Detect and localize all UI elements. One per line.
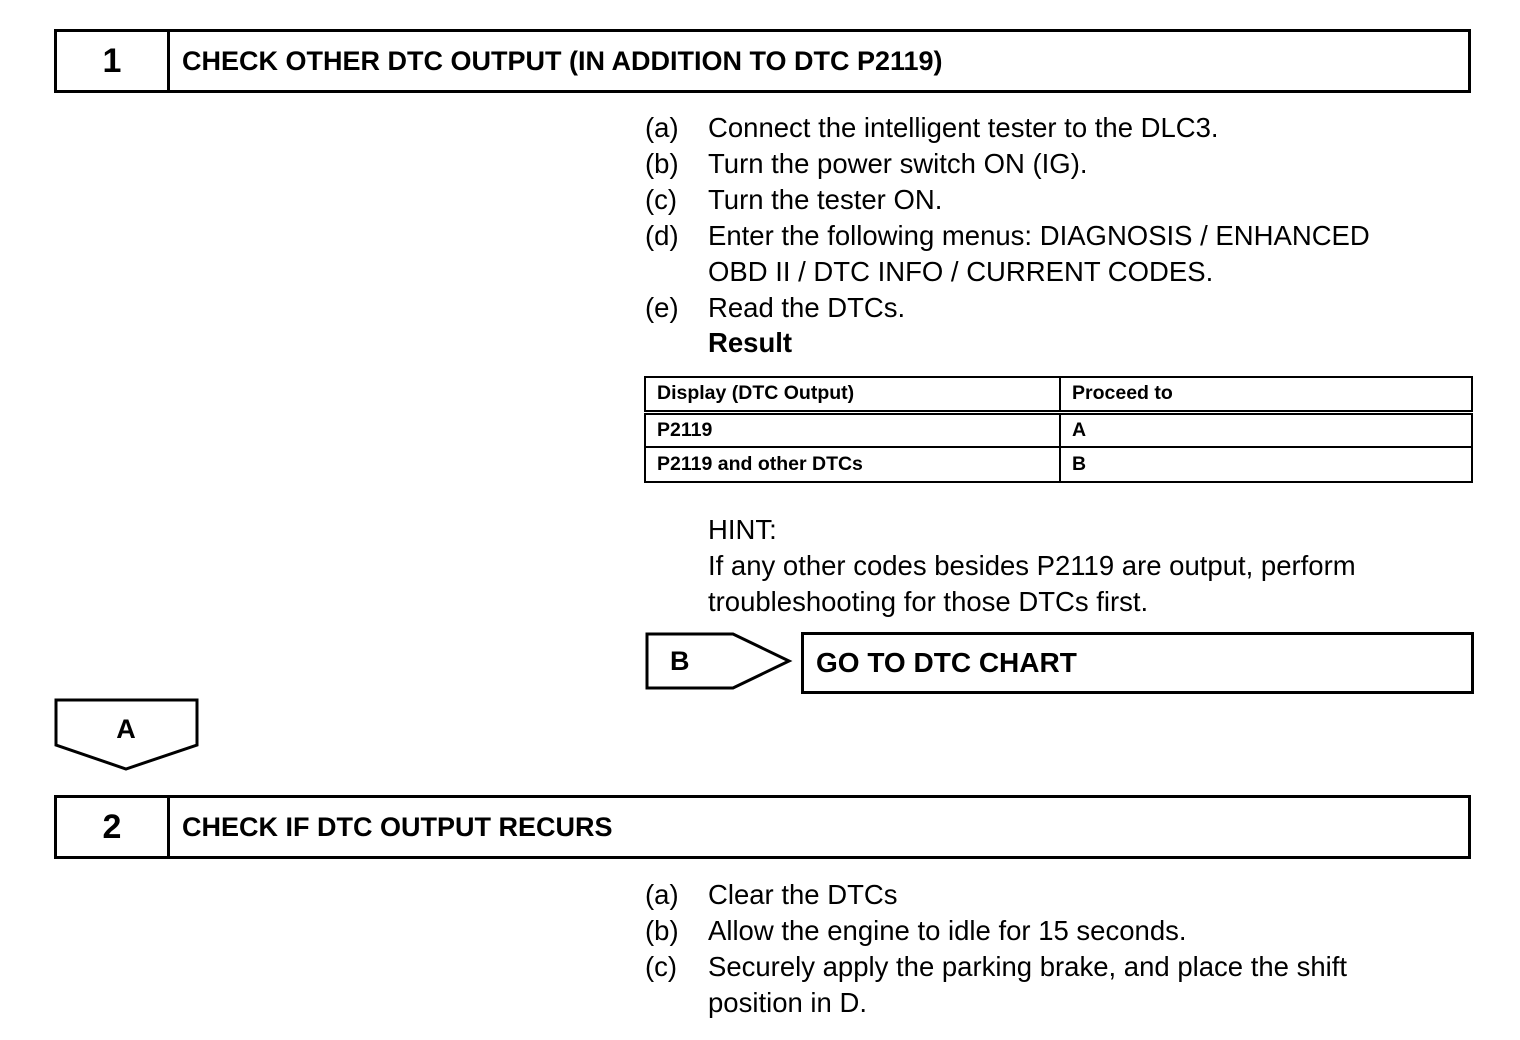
instruction-label: (b) bbox=[645, 915, 679, 946]
table-header-proceed: Proceed to bbox=[1059, 376, 1473, 415]
instruction-item: (a) Clear the DTCs bbox=[645, 877, 1475, 913]
instruction-label: (a) bbox=[645, 879, 679, 910]
instruction-item: (e) Read the DTCs. bbox=[645, 290, 1475, 326]
instruction-line: Enter the following menus: DIAGNOSIS / E… bbox=[708, 220, 1370, 251]
table-cell: P2119 and other DTCs bbox=[644, 446, 1061, 483]
instruction-text: Connect the intelligent tester to the DL… bbox=[708, 112, 1219, 143]
instruction-label: (a) bbox=[645, 112, 679, 143]
result-table: Display (DTC Output) Proceed to P2119 A … bbox=[644, 376, 1473, 483]
instruction-text: Turn the power switch ON (IG). bbox=[708, 148, 1088, 179]
hint-line: troubleshooting for those DTCs first. bbox=[708, 586, 1149, 617]
instruction-item: (b) Allow the engine to idle for 15 seco… bbox=[645, 913, 1475, 949]
step-2-header: 2 CHECK IF DTC OUTPUT RECURS bbox=[54, 795, 1471, 859]
result-label: Result bbox=[708, 327, 793, 358]
branch-b-label: B bbox=[670, 646, 690, 676]
instruction-item: (c) Turn the tester ON. bbox=[645, 182, 1475, 218]
step-title: CHECK OTHER DTC OUTPUT (IN ADDITION TO D… bbox=[182, 45, 943, 76]
instruction-line: position in D. bbox=[708, 987, 867, 1018]
instruction-label: (d) bbox=[645, 220, 679, 251]
table-header-display: Display (DTC Output) bbox=[644, 376, 1061, 415]
hint-block: HINT: If any other codes besides P2119 a… bbox=[708, 512, 1468, 620]
instruction-label: (c) bbox=[645, 951, 678, 982]
instruction-text: Read the DTCs. bbox=[708, 292, 906, 323]
instruction-item: (c) Securely apply the parking brake, an… bbox=[645, 949, 1475, 1021]
branch-a-label: A bbox=[116, 714, 136, 744]
table-header-row: Display (DTC Output) Proceed to bbox=[644, 376, 1473, 415]
step-1-header: 1 CHECK OTHER DTC OUTPUT (IN ADDITION TO… bbox=[54, 29, 1471, 93]
branch-a-arrow bbox=[54, 698, 199, 771]
step-1-instructions: (a) Connect the intelligent tester to th… bbox=[645, 110, 1475, 326]
hint-label: HINT: bbox=[708, 514, 777, 545]
table-cell: P2119 bbox=[644, 411, 1061, 448]
instruction-text: Enter the following menus: DIAGNOSIS / E… bbox=[708, 218, 1475, 290]
instruction-item: (b) Turn the power switch ON (IG). bbox=[645, 146, 1475, 182]
hint-line: If any other codes besides P2119 are out… bbox=[708, 550, 1356, 581]
instruction-text: Allow the engine to idle for 15 seconds. bbox=[708, 915, 1187, 946]
instruction-label: (c) bbox=[645, 184, 678, 215]
instruction-line: Securely apply the parking brake, and pl… bbox=[708, 951, 1347, 982]
table-cell: A bbox=[1059, 411, 1473, 448]
instruction-text: Securely apply the parking brake, and pl… bbox=[708, 949, 1475, 1021]
instruction-label: (e) bbox=[645, 292, 679, 323]
step-title: CHECK IF DTC OUTPUT RECURS bbox=[182, 811, 613, 842]
instruction-label: (b) bbox=[645, 148, 679, 179]
step-number: 2 bbox=[57, 798, 170, 856]
step-2-instructions: (a) Clear the DTCs (b) Allow the engine … bbox=[645, 877, 1475, 1021]
instruction-text: Clear the DTCs bbox=[708, 879, 898, 910]
table-row: P2119 and other DTCs B bbox=[644, 446, 1473, 483]
step-number: 1 bbox=[57, 32, 170, 90]
branch-b-arrow bbox=[645, 632, 793, 690]
table-row: P2119 A bbox=[644, 411, 1473, 448]
instruction-item: (d) Enter the following menus: DIAGNOSIS… bbox=[645, 218, 1475, 290]
instruction-item: (a) Connect the intelligent tester to th… bbox=[645, 110, 1475, 146]
table-cell: B bbox=[1059, 446, 1473, 483]
goto-dtc-chart-box: GO TO DTC CHART bbox=[801, 632, 1474, 694]
instruction-line: OBD II / DTC INFO / CURRENT CODES. bbox=[708, 256, 1214, 287]
instruction-text: Turn the tester ON. bbox=[708, 184, 943, 215]
